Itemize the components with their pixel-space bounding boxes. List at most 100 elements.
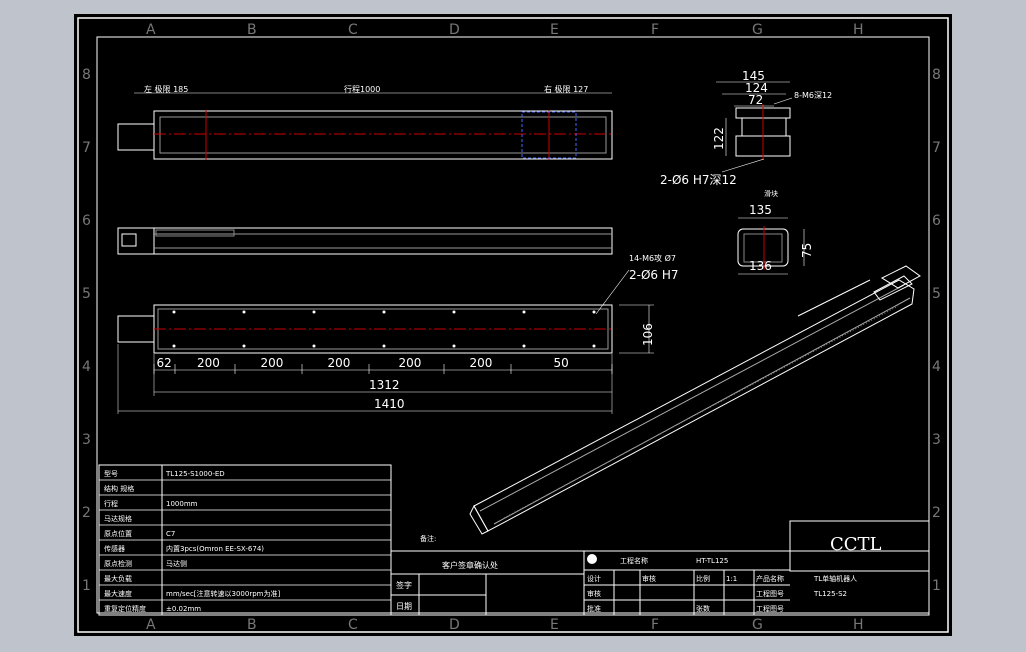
chain-dim: 200 bbox=[399, 356, 422, 370]
dim-135: 135 bbox=[749, 203, 772, 217]
svg-text:工程名称: 工程名称 bbox=[620, 556, 648, 565]
mount-hole bbox=[452, 344, 456, 348]
spec-value: mm/sec[注意转速以3000rpm为准] bbox=[166, 589, 280, 598]
spec-key: 最大速度 bbox=[104, 589, 132, 598]
mount-hole bbox=[452, 310, 456, 314]
spec-key: 结构 规格 bbox=[104, 484, 134, 493]
sign-label: 签字 bbox=[396, 580, 412, 590]
spec-value: TL125-S1000-ED bbox=[165, 470, 225, 478]
chain-dim: 50 bbox=[554, 356, 569, 370]
grid-col-label: H bbox=[853, 617, 864, 633]
grid-row-label: 8 bbox=[82, 67, 91, 83]
grid-col-label: D bbox=[449, 22, 460, 38]
right-limit-label: 右 极限 127 bbox=[544, 84, 588, 94]
mount-hole bbox=[312, 344, 316, 348]
svg-text:审核: 审核 bbox=[587, 589, 601, 598]
svg-text:设计: 设计 bbox=[587, 574, 601, 583]
grid-row-label: 3 bbox=[82, 432, 91, 448]
mount-hole bbox=[172, 344, 176, 348]
svg-text:工程图号: 工程图号 bbox=[756, 589, 784, 598]
grid-row-label: 7 bbox=[932, 140, 941, 156]
inner-frame bbox=[96, 36, 930, 614]
mount-hole bbox=[382, 344, 386, 348]
grid-row-label: 6 bbox=[932, 213, 941, 229]
spec-key: 型号 bbox=[104, 469, 118, 478]
grid-col-label: G bbox=[752, 617, 763, 633]
grid-row-label: 4 bbox=[932, 359, 941, 375]
grid-row-label: 5 bbox=[82, 286, 91, 302]
grid-row-label: 8 bbox=[932, 67, 941, 83]
mount-hole bbox=[522, 344, 526, 348]
grid-row-label: 7 bbox=[82, 140, 91, 156]
date-label: 日期 bbox=[396, 602, 412, 611]
svg-text:工程图号: 工程图号 bbox=[756, 604, 784, 613]
section-view: 135 136 75 bbox=[737, 203, 814, 275]
screw-note: 8-M6深12 bbox=[794, 91, 832, 100]
svg-text:审核: 审核 bbox=[642, 574, 656, 583]
svg-text:批准: 批准 bbox=[587, 604, 601, 613]
spec-value: 马达侧 bbox=[166, 559, 187, 568]
mount-hole bbox=[592, 310, 596, 314]
company-logo-text: CCTL bbox=[830, 534, 882, 555]
chain-dim: 62 bbox=[157, 356, 172, 370]
dim-72: 72 bbox=[748, 93, 763, 107]
mount-hole bbox=[172, 310, 176, 314]
side-view bbox=[117, 227, 613, 255]
dim-124: 124 bbox=[745, 81, 768, 95]
outer-frame bbox=[77, 17, 949, 633]
spec-key: 行程 bbox=[104, 499, 118, 508]
grid-col-label: D bbox=[449, 617, 460, 633]
grid-col-label: H bbox=[853, 22, 864, 38]
pin-note: 2-Ø6 H7 bbox=[629, 268, 679, 282]
spec-key: 传感器 bbox=[104, 544, 125, 553]
confirm-title: 客户签章确认处 bbox=[442, 560, 498, 570]
mount-hole bbox=[242, 310, 246, 314]
mount-hole bbox=[382, 310, 386, 314]
grid-row-label: 1 bbox=[82, 578, 91, 594]
svg-text:张数: 张数 bbox=[696, 604, 710, 613]
grid-row-label: 3 bbox=[932, 432, 941, 448]
grid-col-label: A bbox=[146, 617, 156, 633]
grid-col-label: B bbox=[247, 617, 257, 633]
grid-row-label: 2 bbox=[932, 505, 941, 521]
mount-hole bbox=[522, 310, 526, 314]
confirm-block: 备注: 客户签章确认处 签字 日期 bbox=[390, 534, 585, 616]
chain-dim: 200 bbox=[328, 356, 351, 370]
dim-136: 136 bbox=[749, 259, 772, 273]
title-block: CCTL 工程名称 HT-TL125 设计 审核 审核 批准 比例 1:1 产品… bbox=[583, 520, 930, 616]
spec-value: C7 bbox=[166, 530, 175, 538]
drawing-number: TL125-S2 bbox=[813, 590, 847, 598]
remark-label: 备注: bbox=[420, 534, 436, 543]
top-view: 左 极限 185 行程1000 右 极限 127 bbox=[117, 84, 613, 160]
scale-value: 1:1 bbox=[726, 575, 737, 583]
chain-dim: 200 bbox=[261, 356, 284, 370]
slider-note: 滑块 bbox=[764, 189, 778, 198]
project-name: HT-TL125 bbox=[696, 557, 728, 565]
spec-key: 原点检测 bbox=[104, 559, 132, 568]
dim-145: 145 bbox=[742, 69, 765, 83]
mount-hole bbox=[242, 344, 246, 348]
mount-hole bbox=[592, 344, 596, 348]
chain-dim: 200 bbox=[470, 356, 493, 370]
grid-col-label: E bbox=[550, 617, 559, 633]
grid-row-label: 2 bbox=[82, 505, 91, 521]
grid-col-label: A bbox=[146, 22, 156, 38]
grid-col-label: C bbox=[348, 617, 358, 633]
grid-col-label: F bbox=[651, 22, 659, 38]
length-1312: 1312 bbox=[369, 378, 400, 392]
grid-row-label: 4 bbox=[82, 359, 91, 375]
spec-key: 最大负载 bbox=[104, 574, 132, 583]
length-1410: 1410 bbox=[374, 397, 405, 411]
mount-hole bbox=[312, 310, 316, 314]
grid-row-label: 1 bbox=[932, 578, 941, 594]
spec-key: 原点位置 bbox=[104, 529, 132, 538]
stroke-label: 行程1000 bbox=[344, 84, 380, 94]
spec-key: 重复定位精度 bbox=[104, 604, 146, 613]
grid-col-label: G bbox=[752, 22, 763, 38]
dim-122: 122 bbox=[712, 127, 726, 150]
chain-dim: 200 bbox=[197, 356, 220, 370]
